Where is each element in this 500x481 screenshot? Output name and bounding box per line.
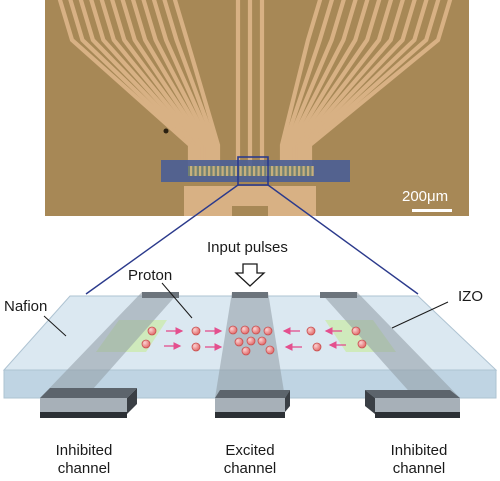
bottom-contact-pad bbox=[184, 186, 316, 216]
left-channel-label-line1: Inhibited bbox=[55, 442, 113, 459]
scale-bar-label: 200μm bbox=[402, 188, 449, 205]
electrode-line bbox=[57, 0, 193, 168]
proton bbox=[351, 326, 361, 336]
electrode-line bbox=[287, 0, 358, 168]
proton bbox=[147, 326, 157, 336]
proton bbox=[306, 326, 316, 336]
left-channel-label-line2: channel bbox=[57, 460, 111, 477]
proton bbox=[357, 339, 367, 349]
electrode-line bbox=[284, 0, 346, 168]
nafion-leader bbox=[43, 315, 67, 337]
right-channel-label-line1: Inhibited bbox=[390, 442, 448, 459]
zoom-box bbox=[237, 156, 269, 186]
electrode-line bbox=[300, 0, 417, 168]
proton bbox=[312, 342, 322, 352]
electrode-line bbox=[172, 0, 221, 168]
proton-group bbox=[141, 325, 367, 356]
channel-tooth bbox=[302, 166, 305, 176]
proton bbox=[141, 339, 151, 349]
proton bbox=[241, 346, 251, 356]
proton bbox=[246, 336, 256, 346]
electrode-line bbox=[282, 0, 335, 168]
electrode-line bbox=[99, 0, 203, 168]
channel-tooth bbox=[226, 166, 229, 176]
debris-speck bbox=[163, 128, 169, 134]
electrode-line bbox=[307, 0, 453, 168]
channel-tooth bbox=[280, 166, 283, 176]
channel-tooth bbox=[239, 166, 242, 176]
proton bbox=[228, 325, 238, 335]
proton bbox=[257, 336, 267, 346]
scale-bar bbox=[412, 209, 452, 212]
channel-tooth bbox=[311, 166, 314, 176]
channel-tooth bbox=[230, 166, 233, 176]
electrode-right bbox=[320, 292, 460, 418]
channel-tooth bbox=[217, 166, 220, 176]
electrode-line bbox=[297, 0, 405, 168]
channel-tooth bbox=[208, 166, 211, 176]
right-channel-label-line2: channel bbox=[392, 460, 446, 477]
izo-leader bbox=[391, 301, 449, 329]
channel-tooth bbox=[221, 166, 224, 176]
electrode-line bbox=[302, 0, 429, 168]
micrograph-panel bbox=[45, 0, 469, 216]
channel-tooth bbox=[244, 166, 247, 176]
channel-tooth bbox=[293, 166, 296, 176]
electrode-line bbox=[295, 0, 394, 168]
channel-tooth bbox=[262, 166, 265, 176]
channel-electrode-teeth bbox=[190, 166, 314, 176]
center-channel-label-line2: channel bbox=[223, 460, 277, 477]
zoom-line-right bbox=[267, 184, 419, 295]
channel-tooth bbox=[298, 166, 301, 176]
channel-tooth bbox=[307, 166, 310, 176]
electrode-line bbox=[78, 0, 198, 168]
proton-label: Proton bbox=[128, 267, 173, 284]
electrode-line bbox=[89, 0, 200, 168]
proton-leader bbox=[161, 282, 193, 319]
channel-tooth bbox=[212, 166, 215, 176]
electrode-fan bbox=[57, 0, 453, 168]
electrode-line bbox=[141, 0, 213, 168]
channel-tooth bbox=[194, 166, 197, 176]
electrode-line bbox=[151, 0, 216, 168]
channel-tooth bbox=[248, 166, 251, 176]
proton bbox=[234, 337, 244, 347]
electrode-line bbox=[305, 0, 441, 168]
proton bbox=[251, 325, 261, 335]
proton bbox=[263, 326, 273, 336]
electrode-line bbox=[162, 0, 218, 168]
proton bbox=[265, 345, 275, 355]
electrode-line bbox=[130, 0, 210, 168]
izo-label: IZO bbox=[458, 288, 483, 305]
channel-tooth bbox=[235, 166, 238, 176]
input-pulse-arrow bbox=[234, 263, 266, 287]
proton-arrows bbox=[164, 327, 346, 351]
channel-tooth bbox=[190, 166, 193, 176]
device-schematic bbox=[2, 263, 498, 418]
nafion-label: Nafion bbox=[4, 298, 48, 315]
electrode-line bbox=[68, 0, 195, 168]
electrode-line bbox=[290, 0, 370, 168]
channel-tooth bbox=[284, 166, 287, 176]
proton bbox=[191, 326, 201, 336]
electrode-left bbox=[40, 292, 179, 418]
proton bbox=[240, 325, 250, 335]
center-channel-label-line1: Excited bbox=[225, 442, 275, 459]
channel-tooth bbox=[275, 166, 278, 176]
channel-tooth bbox=[271, 166, 274, 176]
channel-tooth bbox=[253, 166, 256, 176]
channel-tooth bbox=[199, 166, 202, 176]
channel-tooth bbox=[289, 166, 292, 176]
channel-tooth bbox=[257, 166, 260, 176]
input-pulses-label: Input pulses bbox=[207, 239, 288, 256]
electrode-line bbox=[120, 0, 208, 168]
electrode-line bbox=[279, 0, 323, 168]
channel-tooth bbox=[203, 166, 206, 176]
zoom-line-left bbox=[85, 184, 239, 295]
proton bbox=[191, 342, 201, 352]
electrode-line bbox=[110, 0, 205, 168]
electrode-line bbox=[292, 0, 382, 168]
